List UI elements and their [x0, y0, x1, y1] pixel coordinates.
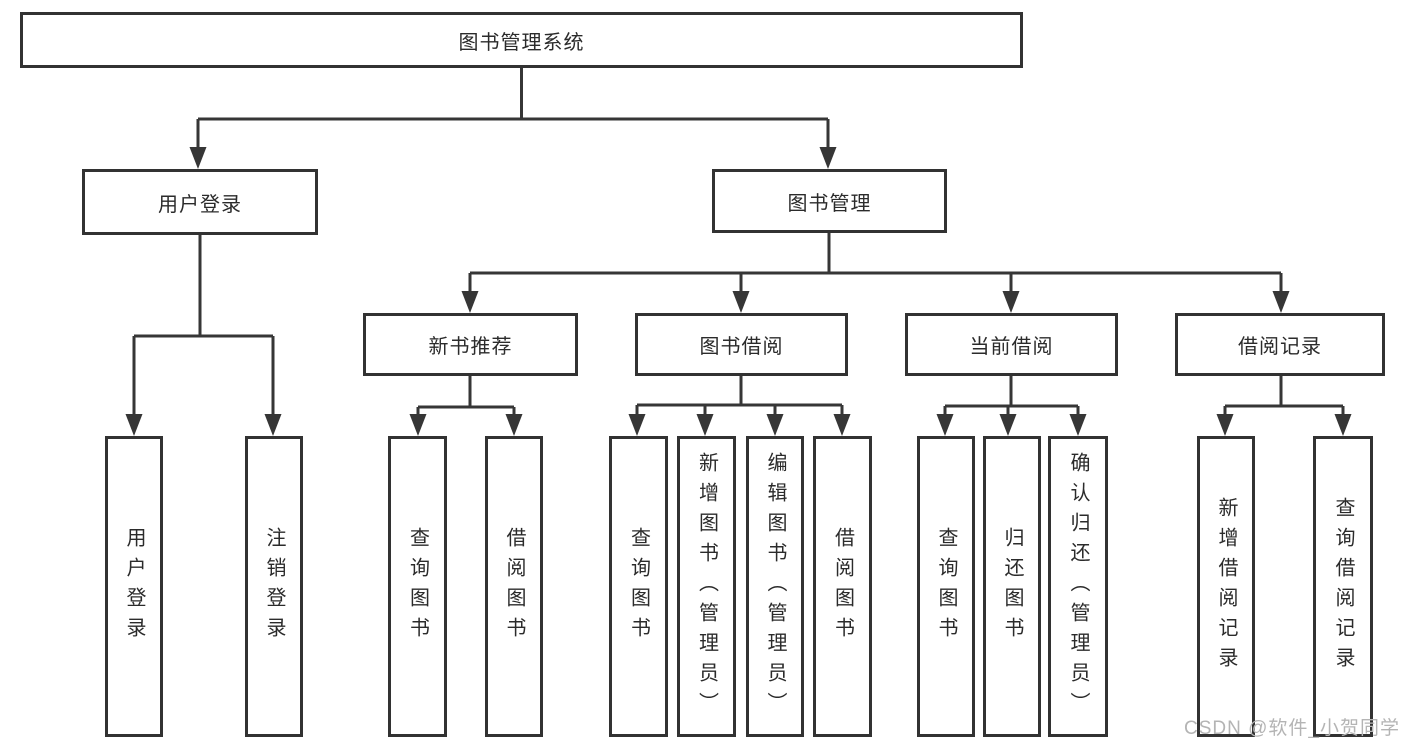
node-new-book-recommend: 新书推荐 — [363, 313, 578, 376]
node-label: 新书推荐 — [428, 336, 513, 358]
leaf-query-books-3: 查询图书 — [917, 436, 975, 737]
leaf-add-books-admin: 新增图书（管理员） — [677, 436, 736, 737]
leaf-query-books-1: 查询图书 — [388, 436, 447, 737]
node-current-borrowing: 当前借阅 — [905, 313, 1118, 376]
node-label: 归还图书 — [1001, 526, 1023, 647]
node-label: 图书借阅 — [699, 336, 784, 358]
node-label: 编辑图书（管理员） — [764, 451, 786, 722]
node-label: 查询图书 — [406, 526, 429, 647]
node-label: 当前借阅 — [969, 336, 1054, 358]
leaf-add-borrow-record: 新增借阅记录 — [1197, 436, 1255, 737]
arrowheads — [125, 147, 1352, 436]
leaf-borrow-books-1: 借阅图书 — [485, 436, 543, 737]
node-label: 新增图书（管理员） — [695, 451, 718, 722]
node-user-login-group: 用户登录 — [82, 169, 318, 235]
node-label: 用户登录 — [158, 193, 242, 216]
leaf-borrow-books-2: 借阅图书 — [813, 436, 872, 737]
node-book-management: 图书管理 — [712, 169, 947, 233]
leaf-user-login: 用户登录 — [105, 436, 163, 737]
leaf-logout: 注销登录 — [245, 436, 303, 737]
leaf-query-borrow-record: 查询借阅记录 — [1313, 436, 1373, 737]
node-label: 借阅图书 — [831, 526, 854, 647]
node-library-system: 图书管理系统 — [20, 12, 1023, 68]
node-label: 图书管理系统 — [458, 31, 585, 54]
node-label: 图书管理 — [787, 192, 872, 215]
node-borrowing-records: 借阅记录 — [1175, 313, 1385, 376]
node-label: 借阅图书 — [503, 526, 525, 647]
node-label: 确认归还（管理员） — [1067, 451, 1089, 722]
node-label: 新增借阅记录 — [1215, 496, 1237, 677]
node-book-borrowing: 图书借阅 — [635, 313, 848, 376]
leaf-confirm-return-admin: 确认归还（管理员） — [1048, 436, 1108, 737]
node-label: 查询借阅记录 — [1332, 496, 1354, 677]
csdn-watermark: CSDN @软件_小贺同学 — [1184, 718, 1400, 739]
node-label: 查询图书 — [627, 526, 650, 647]
connector-lines — [132, 68, 1345, 420]
node-label: 用户登录 — [123, 526, 145, 647]
node-label: 注销登录 — [263, 526, 285, 647]
leaf-return-books: 归还图书 — [983, 436, 1041, 737]
leaf-edit-books-admin: 编辑图书（管理员） — [746, 436, 804, 737]
node-label: 查询图书 — [935, 526, 957, 647]
leaf-query-books-2: 查询图书 — [609, 436, 668, 737]
node-label: 借阅记录 — [1238, 336, 1322, 358]
